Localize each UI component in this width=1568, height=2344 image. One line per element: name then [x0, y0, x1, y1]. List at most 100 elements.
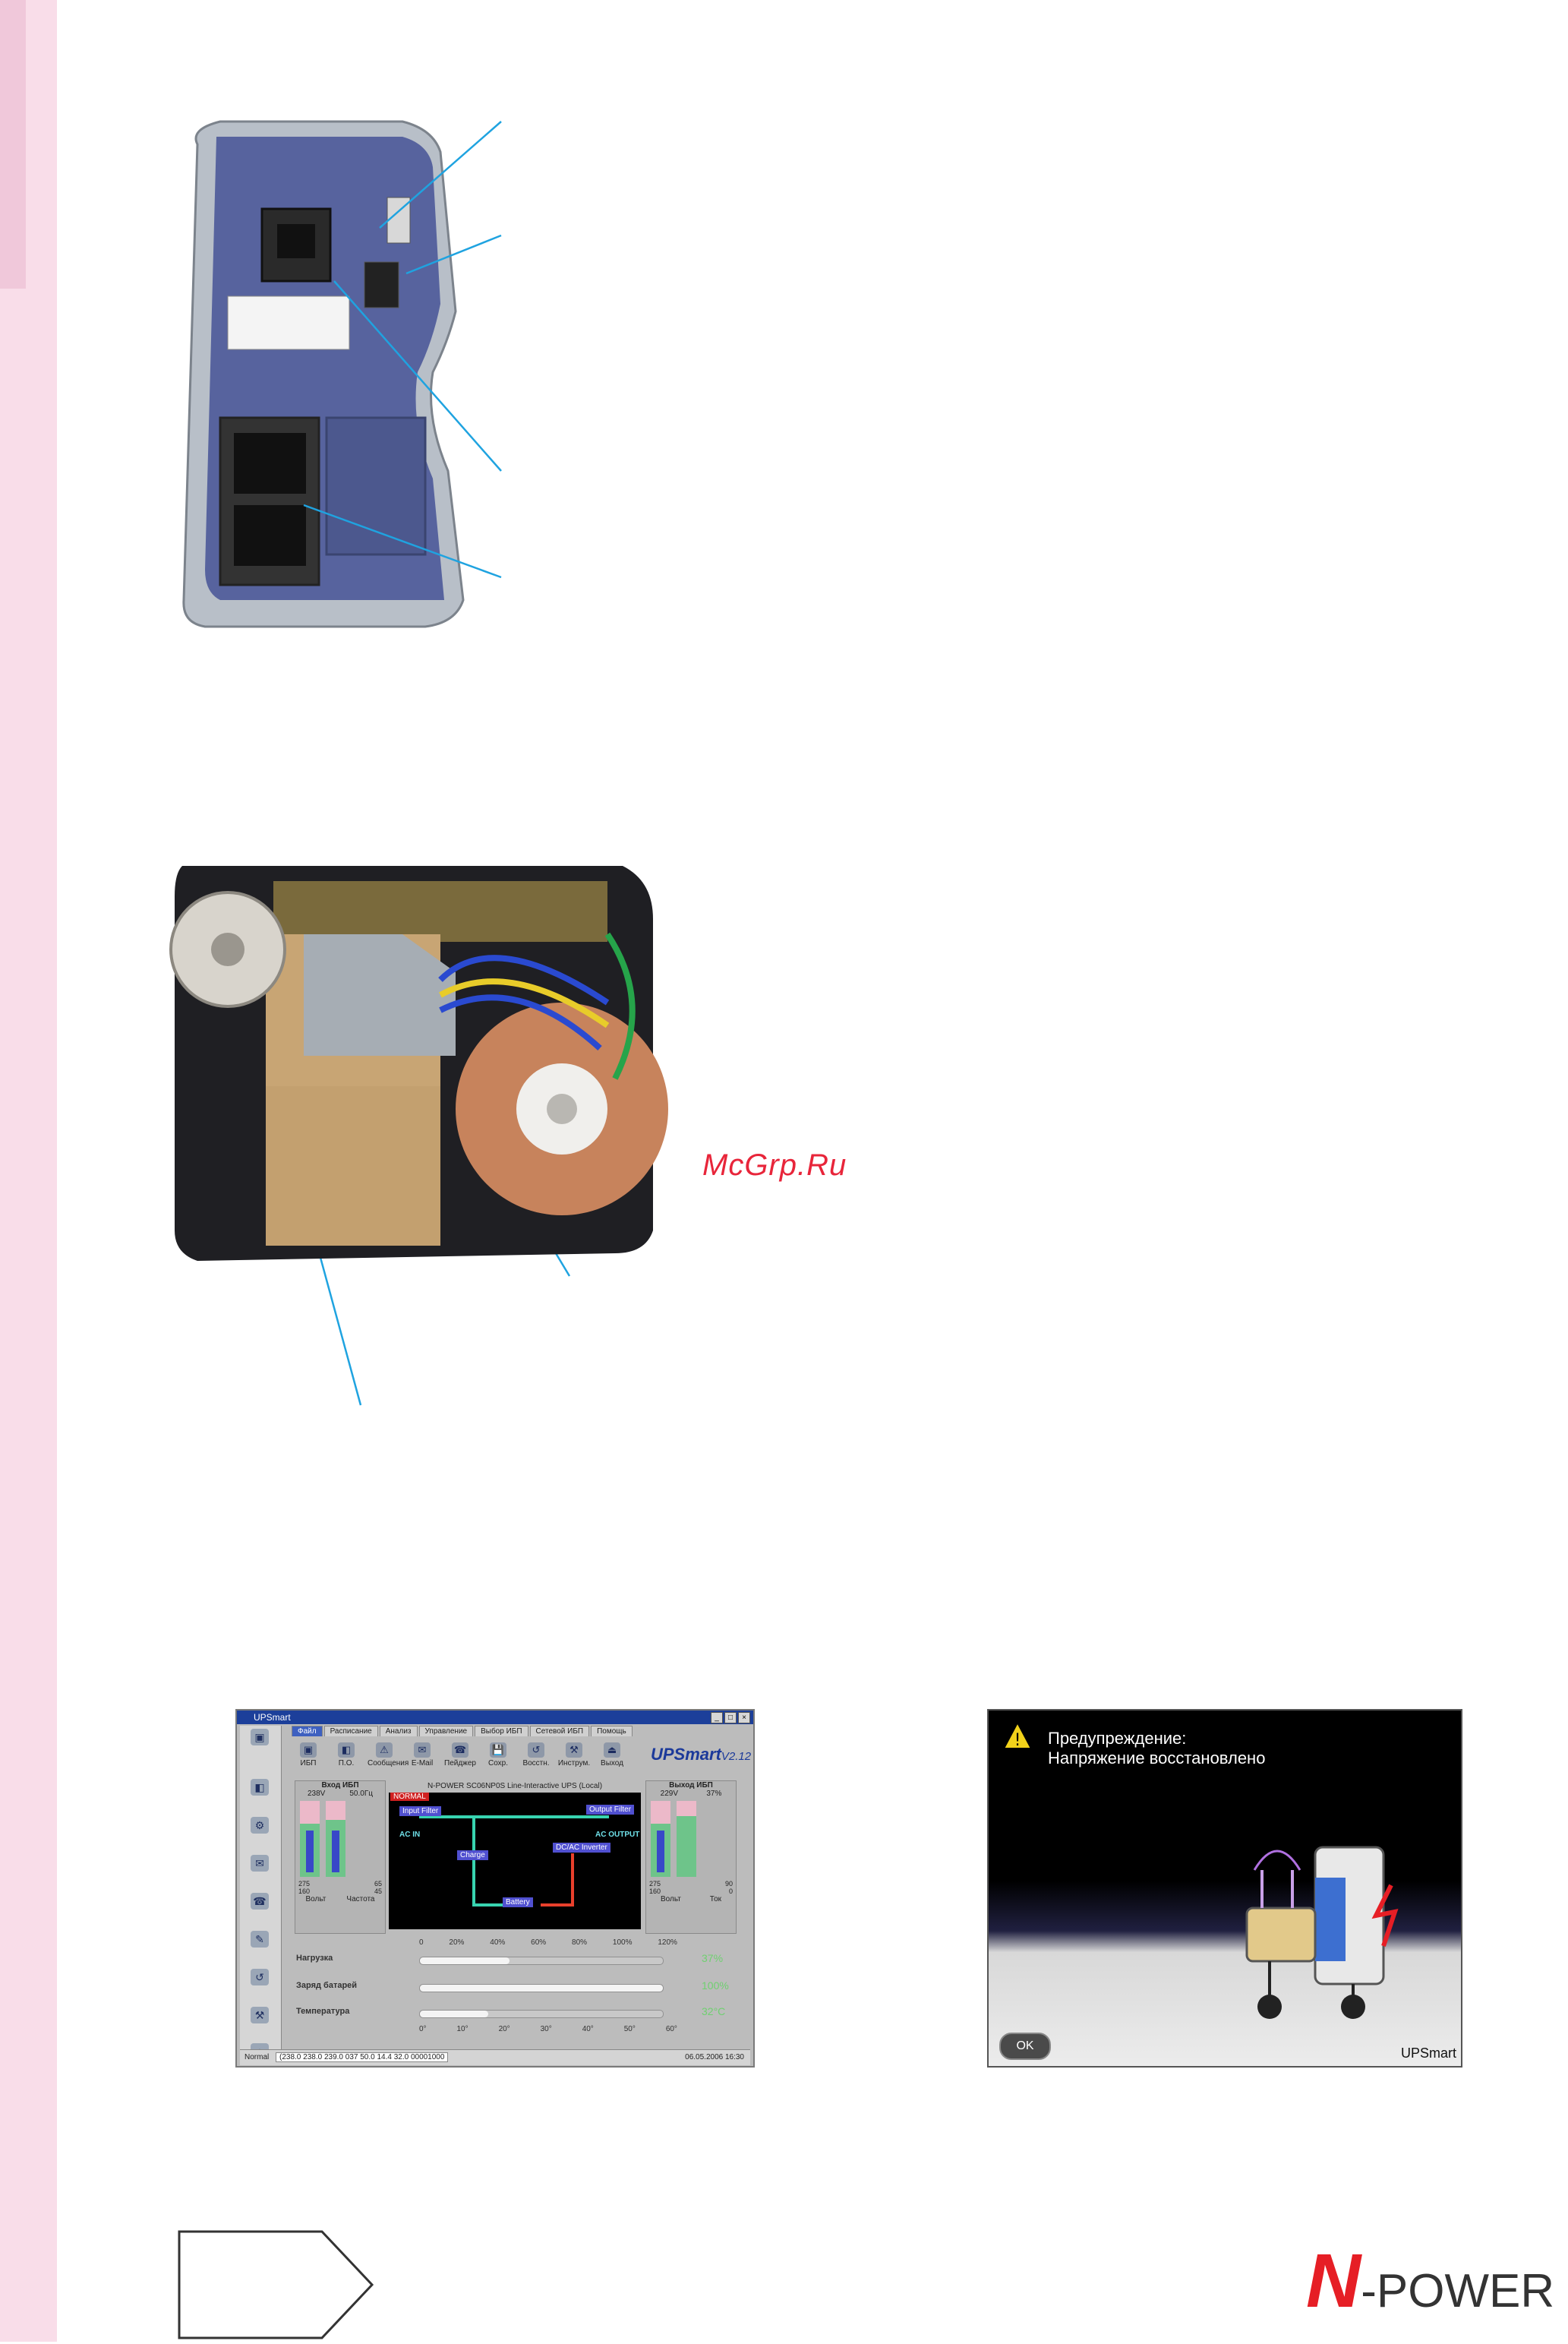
scale-tick: 0 — [419, 1938, 424, 1947]
tab-network-ups[interactable]: Сетевой ИБП — [529, 1726, 590, 1736]
brand-version: V2.12 — [721, 1750, 752, 1763]
toolbar-email-button[interactable]: ✉E-Mail — [405, 1742, 439, 1767]
gauge-track-load — [419, 1957, 664, 1965]
toolbar-software-button[interactable]: ◧П.О. — [330, 1742, 363, 1767]
output-volt-value: 229V — [660, 1790, 679, 1798]
left-margin-tab — [0, 0, 26, 289]
pager-icon[interactable]: ☎ — [251, 1893, 269, 1910]
output-volt-meter — [651, 1801, 670, 1877]
tools-icon: ⚒ — [566, 1742, 582, 1758]
ac-output-label: AC OUTPUT — [595, 1831, 640, 1839]
toolbar-label: П.О. — [338, 1759, 355, 1767]
dialog-title-line1: Предупреждение: — [1048, 1729, 1187, 1748]
input-volt-meter — [300, 1801, 320, 1877]
scale-tick: 40% — [490, 1938, 506, 1947]
input-tick-f-bottom: 45 — [374, 1888, 382, 1895]
restore-icon[interactable]: ↺ — [251, 1969, 269, 1985]
ok-button[interactable]: OK — [999, 2033, 1051, 2060]
input-filter-box: Input Filter — [399, 1806, 442, 1816]
save-icon: 💾 — [490, 1742, 506, 1758]
pager-icon: ☎ — [452, 1742, 469, 1758]
scale-tick: 40° — [582, 2025, 594, 2033]
input-freq-value: 50.0Гц — [349, 1790, 373, 1798]
main-toolbar: ▣ИБП ◧П.О. ⚠Сообщения ✉E-Mail ☎Пейджер 💾… — [292, 1742, 629, 1767]
plug-and-battery-illustration — [1245, 1846, 1399, 2019]
gauge-fill — [420, 2011, 488, 2017]
gauges-area: 0 20% 40% 60% 80% 100% 120% Нагрузка 37%… — [292, 1938, 747, 2045]
upsmart-main-window: UPSmart _ □ × Файл Расписание Анализ Упр… — [235, 1709, 755, 2068]
mail-icon: ✉ — [414, 1742, 431, 1758]
output-current-meter — [677, 1801, 696, 1877]
output-filter-box: Output Filter — [586, 1805, 635, 1815]
app-brand: UPSmartV2.12 — [651, 1745, 751, 1764]
toolbar-pager-button[interactable]: ☎Пейджер — [443, 1742, 477, 1767]
scale-tick: 80% — [572, 1938, 588, 1947]
output-current-value: 37% — [706, 1790, 722, 1798]
mail-icon[interactable]: ✉ — [251, 1855, 269, 1872]
toolbar-ups-button[interactable]: ▣ИБП — [292, 1742, 325, 1767]
inverter-box: DC/AC Inverter — [553, 1843, 610, 1853]
dialog-brand: UPSmart — [1400, 2045, 1456, 2061]
tab-help[interactable]: Помощь — [591, 1726, 633, 1736]
input-tick-f-top: 65 — [374, 1880, 382, 1888]
gauge-track-temperature — [419, 2010, 664, 2018]
charge-box: Charge — [457, 1850, 488, 1860]
status-badge: NORMAL — [390, 1793, 429, 1801]
toolbar-restore-button[interactable]: ↺Восстн. — [519, 1742, 553, 1767]
gauge-value-temperature: 32°C — [702, 2005, 726, 2017]
tab-select-ups[interactable]: Выбор ИБП — [475, 1726, 528, 1736]
tab-control[interactable]: Управление — [418, 1726, 474, 1736]
tab-analysis[interactable]: Анализ — [379, 1726, 418, 1736]
logo-initial: N — [1306, 2238, 1361, 2323]
ac-in-label: AC IN — [399, 1831, 421, 1839]
status-bar: Normal (238.0 238.0 239.0 037 50.0 14.4 … — [240, 2049, 750, 2065]
window-titlebar[interactable]: UPSmart — [237, 1711, 753, 1724]
gauge-label-load: Нагрузка — [296, 1954, 333, 1963]
ups-interior-image — [169, 866, 668, 1261]
gauge-fill — [420, 1985, 663, 1992]
output-tick-c-top: 90 — [724, 1880, 733, 1888]
brand-name: UPSmart — [651, 1745, 721, 1764]
toolbar-messages-button[interactable]: ⚠Сообщения — [368, 1742, 409, 1767]
input-freq-meter — [326, 1801, 345, 1877]
input-meters — [295, 1798, 385, 1880]
output-tick-v-top: 275 — [649, 1880, 661, 1888]
tab-file[interactable]: Файл — [292, 1726, 323, 1736]
left-margin-band — [0, 0, 57, 2342]
toolbar-label: Выход — [601, 1759, 623, 1767]
input-volt-value: 238V — [308, 1790, 326, 1798]
maximize-button[interactable]: □ — [724, 1712, 737, 1723]
ups-monitor-icon[interactable]: ▣ — [251, 1729, 269, 1745]
dialog-title-line2: Напряжение восстановлено — [1048, 1749, 1266, 1767]
scale-tick: 10° — [456, 2025, 469, 2033]
scale-tick: 60° — [665, 2025, 677, 2033]
gauge-fill — [420, 1957, 510, 1964]
toolbar-tools-button[interactable]: ⚒Инструм. — [557, 1742, 591, 1767]
minimize-button[interactable]: _ — [711, 1712, 723, 1723]
watermark: McGrp.Ru — [702, 1148, 847, 1182]
toolbar-label: Восстн. — [522, 1759, 550, 1767]
left-toolbar: ▣ ◧ ⚙ ✉ ☎ ✎ ↺ ⚒ ⏏ — [240, 1726, 282, 2060]
toolbar-exit-button[interactable]: ⏏Выход — [595, 1742, 629, 1767]
ups-icon[interactable]: ◧ — [251, 1779, 269, 1796]
voltage-restored-dialog: ! Предупреждение: Напряжение восстановле… — [987, 1709, 1462, 2068]
window-controls: _ □ × — [711, 1712, 750, 1723]
tab-schedule[interactable]: Расписание — [323, 1726, 378, 1736]
tools-icon[interactable]: ⚒ — [251, 2007, 269, 2023]
output-tick-v-bottom: 160 — [649, 1888, 661, 1895]
page-arrow-box — [178, 2230, 374, 2339]
edit-icon[interactable]: ✎ — [251, 1931, 269, 1948]
input-tick-v-top: 275 — [298, 1880, 311, 1888]
settings-icon[interactable]: ⚙ — [251, 1817, 269, 1834]
toolbar-save-button[interactable]: 💾Сохр. — [481, 1742, 515, 1767]
dialog-title: Предупреждение: Напряжение восстановлено — [1048, 1729, 1265, 1768]
ups-rear-panel-image — [182, 120, 465, 628]
close-button[interactable]: × — [738, 1712, 750, 1723]
status-text: Normal — [245, 2053, 270, 2061]
software-icon: ◧ — [338, 1742, 355, 1758]
scale-tick: 60% — [531, 1938, 547, 1947]
toolbar-label: Инструм. — [557, 1759, 591, 1767]
input-volt-label: Вольт — [305, 1895, 327, 1903]
